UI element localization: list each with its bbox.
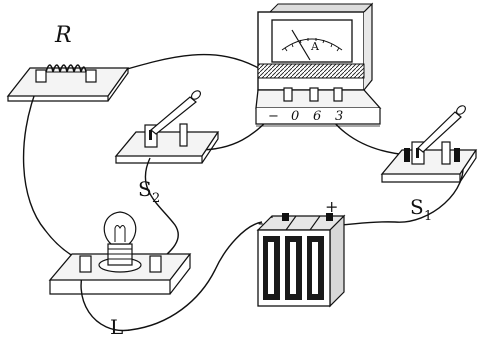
- ammeter: A − 0 6 3: [255, 2, 382, 127]
- ammeter-terminal-neg: [283, 87, 293, 102]
- battery-icon: [256, 213, 346, 308]
- switch-s1: S 1: [380, 105, 478, 224]
- ammeter-terminal-0-6: [309, 87, 319, 102]
- lamp-socket: [107, 243, 133, 266]
- wire-switch1-to-battery: [337, 159, 464, 226]
- ammeter-terminal-3: [333, 87, 343, 102]
- knife-switch-icon: [114, 90, 220, 164]
- battery-right-side: [329, 214, 345, 308]
- lamp-filament: [114, 225, 126, 242]
- battery-terminal-neg: [282, 213, 289, 221]
- resistor: R: [6, 23, 130, 102]
- ammeter-needle: [291, 29, 311, 61]
- resistor-label: R: [54, 23, 72, 48]
- ammeter-band: [257, 63, 365, 79]
- switch2-board: [114, 131, 220, 157]
- switch2-label: S: [138, 177, 152, 201]
- switch2-subscript: 2: [152, 191, 160, 206]
- wire-switch2-to-lamp: [144, 157, 179, 263]
- battery: - +: [256, 197, 346, 308]
- switch2-blade: [150, 96, 197, 135]
- battery-minus-label: -: [258, 213, 263, 232]
- resistor-icon: [35, 64, 97, 83]
- switch1-label: S: [410, 195, 424, 219]
- lamp-label: L: [110, 315, 123, 339]
- ammeter-top-face: [268, 3, 374, 13]
- knife-switch-icon: [380, 105, 478, 183]
- switch1-subscript: 1: [424, 209, 432, 224]
- ammeter-term-3-label: 3: [335, 109, 343, 124]
- ammeter-scale-arc: [281, 38, 343, 51]
- ammeter-unit-label: A: [310, 40, 320, 53]
- ammeter-term-0-label: 0: [291, 109, 299, 124]
- battery-plus-label: +: [325, 197, 338, 216]
- switch1-blade: [417, 111, 462, 153]
- ammeter-term-06-label: 6: [313, 109, 321, 124]
- lamp: L: [48, 211, 192, 339]
- ammeter-term-neg-label: −: [268, 109, 279, 124]
- wire-lamp-to-battery: [80, 221, 263, 332]
- switch-s2: S 2: [114, 90, 220, 206]
- wire-resistor-left-to-lamp: [22, 79, 86, 263]
- battery-terminal-pos: [326, 213, 333, 221]
- light-bulb-icon: [98, 211, 142, 273]
- ammeter-dial-window: [271, 19, 353, 63]
- ammeter-icon: A: [255, 2, 382, 127]
